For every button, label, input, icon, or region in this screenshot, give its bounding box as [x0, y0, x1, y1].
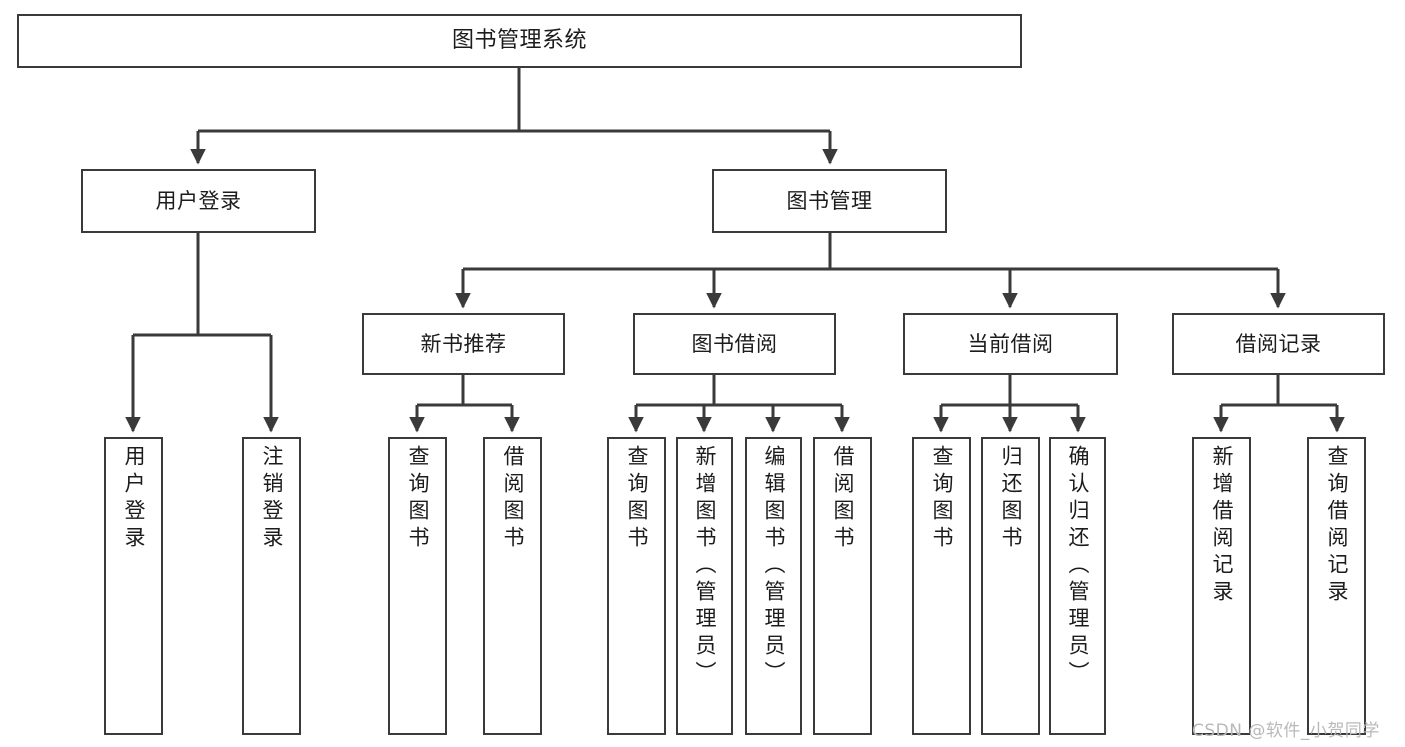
node-label: 确认归还（管理员） — [1066, 445, 1090, 688]
node-label: 借阅图书 — [831, 445, 855, 553]
node-label: 查询借阅记录 — [1325, 445, 1349, 607]
node-label: 借阅图书 — [501, 445, 525, 553]
node-label: 当前借阅 — [967, 331, 1054, 356]
node-leaf-query-book-borrow[interactable]: 查询图书 — [607, 437, 666, 735]
node-label: 借阅记录 — [1235, 331, 1322, 356]
node-leaf-query-book-recommend[interactable]: 查询图书 — [388, 437, 447, 735]
node-leaf-query-borrow-record[interactable]: 查询借阅记录 — [1307, 437, 1366, 735]
node-leaf-user-login[interactable]: 用户登录 — [104, 437, 163, 735]
node-label: 图书管理系统 — [451, 28, 587, 54]
node-book-management[interactable]: 图书管理 — [712, 169, 947, 233]
node-current-borrow[interactable]: 当前借阅 — [903, 313, 1118, 375]
node-label: 查询图书 — [930, 445, 954, 553]
node-root-book-management-system[interactable]: 图书管理系统 — [17, 14, 1022, 68]
node-leaf-query-book-current[interactable]: 查询图书 — [912, 437, 971, 735]
node-leaf-borrow-book[interactable]: 借阅图书 — [813, 437, 872, 735]
node-label: 查询图书 — [406, 445, 430, 553]
node-label: 归还图书 — [999, 445, 1023, 553]
node-label: 注销登录 — [260, 445, 284, 553]
node-user-login[interactable]: 用户登录 — [81, 169, 316, 233]
node-leaf-edit-book-admin[interactable]: 编辑图书（管理员） — [745, 437, 802, 735]
node-leaf-add-book-admin[interactable]: 新增图书（管理员） — [676, 437, 733, 735]
node-label: 新增借阅记录 — [1210, 445, 1234, 607]
node-leaf-add-borrow-record[interactable]: 新增借阅记录 — [1192, 437, 1251, 735]
node-leaf-return-book[interactable]: 归还图书 — [981, 437, 1040, 735]
node-label: 编辑图书（管理员） — [762, 445, 786, 688]
node-new-book-recommend[interactable]: 新书推荐 — [362, 313, 565, 375]
node-label: 新增图书（管理员） — [693, 445, 717, 688]
node-borrow-record[interactable]: 借阅记录 — [1172, 313, 1385, 375]
node-label: 新书推荐 — [420, 331, 507, 356]
node-book-borrow[interactable]: 图书借阅 — [633, 313, 836, 375]
node-label: 用户登录 — [155, 188, 242, 213]
node-leaf-borrow-book-recommend[interactable]: 借阅图书 — [483, 437, 542, 735]
node-leaf-logout[interactable]: 注销登录 — [242, 437, 301, 735]
node-leaf-confirm-return-admin[interactable]: 确认归还（管理员） — [1049, 437, 1106, 735]
node-label: 用户登录 — [122, 445, 146, 553]
node-label: 图书借阅 — [691, 331, 778, 356]
node-label: 图书管理 — [786, 188, 873, 213]
node-label: 查询图书 — [625, 445, 649, 553]
